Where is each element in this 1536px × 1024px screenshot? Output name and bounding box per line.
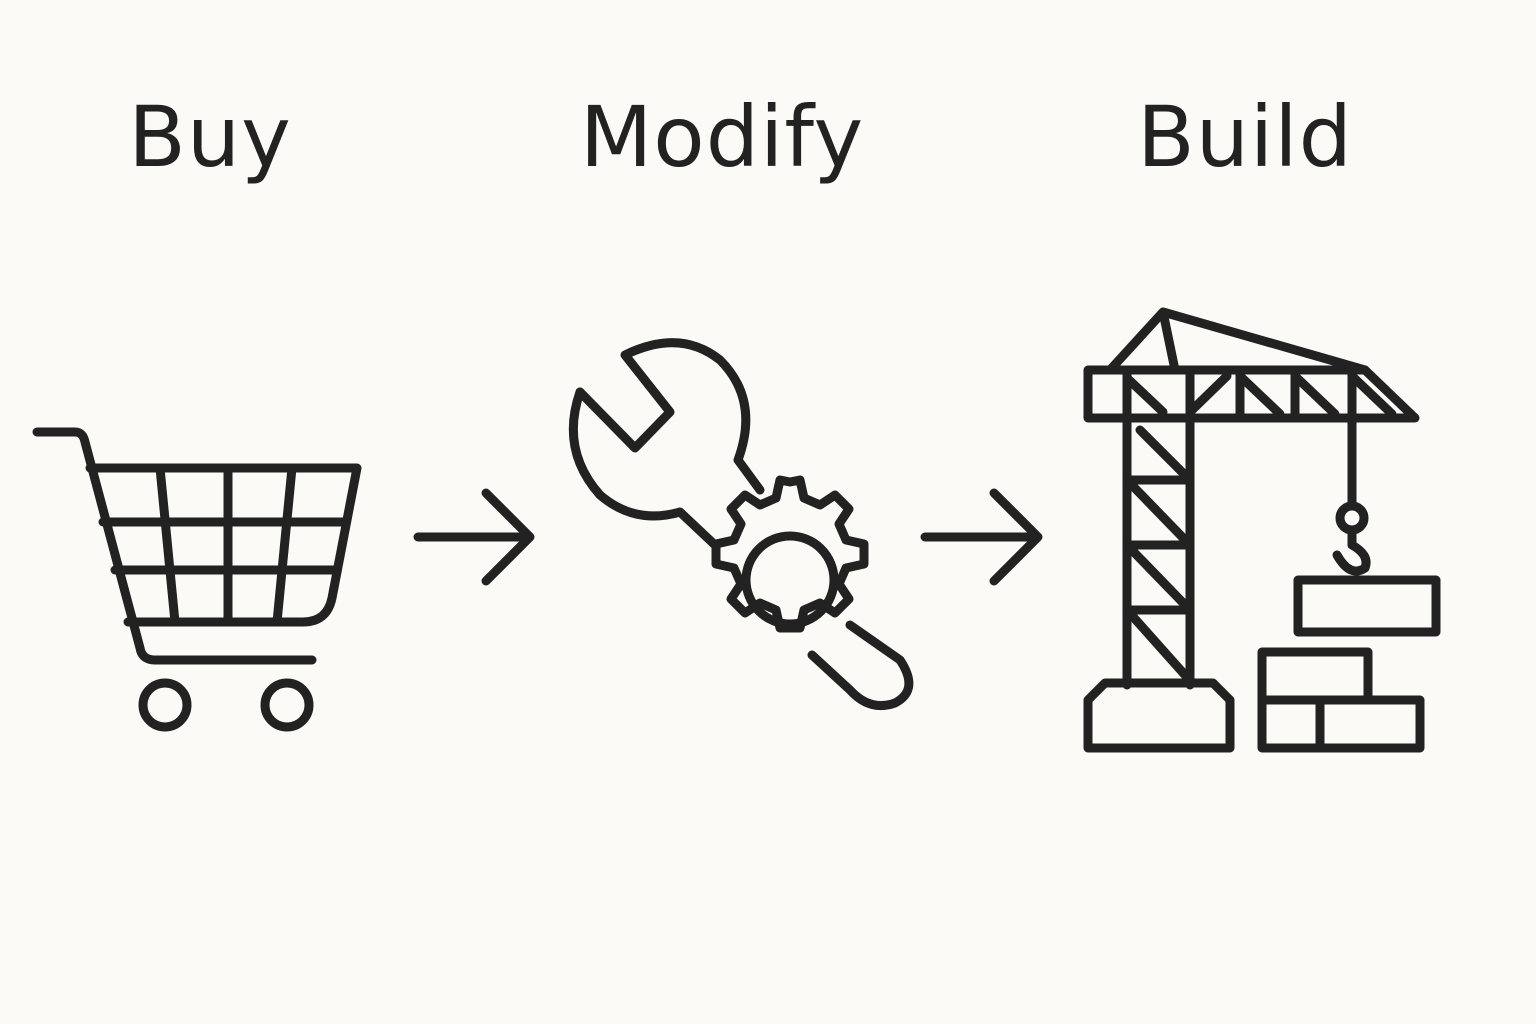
wrench-gear-icon: [568, 338, 914, 711]
arrow-right-icon: [920, 488, 1043, 586]
shopping-cart-icon: [32, 427, 362, 732]
step-label-build: Build: [1137, 88, 1353, 186]
construction-crane-icon: [1083, 307, 1441, 753]
arrow-right-icon: [413, 488, 535, 586]
step-label-modify: Modify: [579, 88, 865, 186]
step-label-buy: Buy: [128, 88, 292, 186]
